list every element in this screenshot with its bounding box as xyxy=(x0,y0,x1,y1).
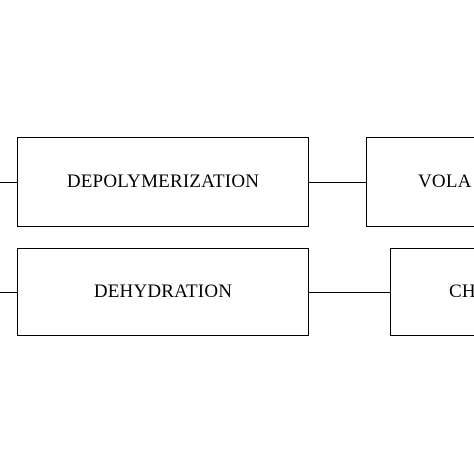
ch-box: CH xyxy=(390,248,474,336)
row1-right-connector xyxy=(309,182,367,183)
vola-label: VOLA xyxy=(418,171,472,192)
dehydration-label: DEHYDRATION xyxy=(93,281,233,302)
depolymerization-label: DEPOLYMERIZATION xyxy=(66,171,260,192)
vola-box: VOLA xyxy=(366,137,474,227)
row2-left-connector xyxy=(0,292,18,293)
row1-left-connector xyxy=(0,182,18,183)
depolymerization-box: DEPOLYMERIZATION xyxy=(17,137,309,227)
dehydration-box: DEHYDRATION xyxy=(17,248,309,336)
ch-label: CH xyxy=(449,281,474,302)
row2-right-connector xyxy=(309,292,391,293)
